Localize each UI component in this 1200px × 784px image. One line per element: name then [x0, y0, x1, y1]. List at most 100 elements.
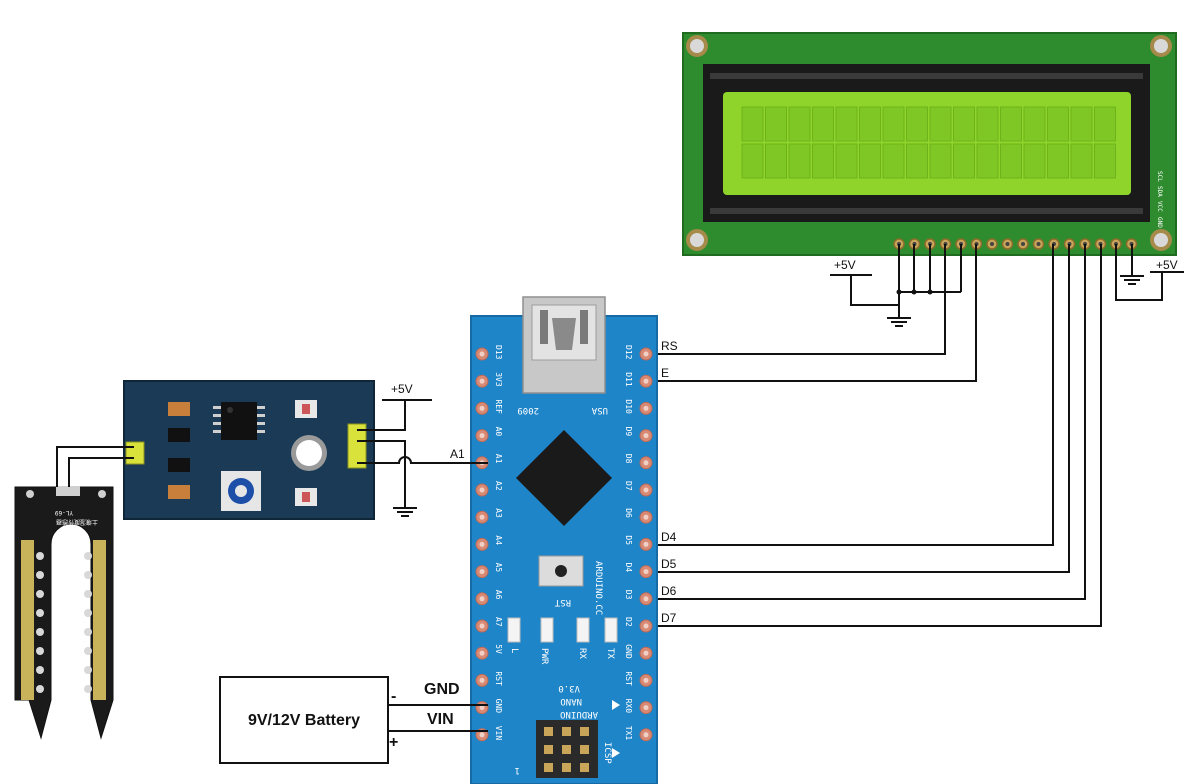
probe-pad: [36, 590, 44, 598]
arduino-pin-label-right: D8: [624, 454, 633, 464]
probe-pad: [36, 609, 44, 617]
arduino-pin-label-left: A6: [494, 590, 503, 600]
probe-pad: [36, 628, 44, 636]
arduino-pin-label-right: GND: [624, 644, 633, 659]
lcd-char-cell: [1094, 106, 1116, 142]
arduino-pin-label-left: 5V: [494, 644, 503, 654]
lcd-mount-hole: [686, 35, 708, 57]
lcd-char-cell: [1047, 143, 1069, 179]
probe-pad: [36, 666, 44, 674]
lcd-char-cell: [1000, 106, 1022, 142]
lcd-char-cell: [812, 106, 834, 142]
arduino-pin-label-left: REF: [494, 399, 503, 414]
arduino-year-text: 2009: [517, 405, 539, 415]
microcontroller-chip: [516, 430, 612, 526]
sensor-output-connector: [347, 423, 367, 469]
lcd-char-cell: [741, 106, 764, 142]
battery-label: 9V/12V Battery: [248, 712, 360, 729]
e-label: E: [661, 366, 669, 380]
lcd-char-cell: [812, 143, 834, 179]
lcd-char-cell: [859, 143, 881, 179]
arduino-pin-label-right: D5: [624, 535, 633, 545]
battery-box: [219, 676, 389, 764]
probe-pad: [84, 666, 92, 674]
arduino-usa-text: USA: [591, 405, 608, 415]
lcd-char-cell: [929, 143, 952, 179]
probe-pad: [84, 590, 92, 598]
arduino-pin-label-right: RST: [624, 671, 633, 686]
arduino-pin-label-right: D11: [624, 372, 633, 387]
lcd-char-cell: [929, 106, 952, 142]
probe-board: [14, 486, 114, 740]
lcd-char-cell: [882, 106, 905, 142]
lcd-mount-hole: [1150, 35, 1172, 57]
probe-pad: [84, 571, 92, 579]
lcd-scl-label: SCL: [1156, 171, 1163, 182]
battery-minus-label: -: [391, 688, 396, 705]
lcd-char-cell: [1047, 106, 1069, 142]
lcd-gnd-label: GND: [1156, 217, 1163, 228]
lcd-char-cell: [835, 143, 858, 179]
probe-chinese-text: 土壤湿度传感器: [56, 518, 98, 526]
arduino-pin-label-left: GND: [494, 699, 503, 714]
arduino-pin-label-right: D10: [624, 399, 633, 414]
arduino-pin-label-left: A1: [494, 454, 503, 464]
lcd-char-cell: [1023, 106, 1046, 142]
d4-label: D4: [661, 530, 677, 544]
probe-pad: [36, 552, 44, 560]
probe-pad: [84, 609, 92, 617]
d6-label: D6: [661, 584, 677, 598]
battery: 9V/12V Battery GND VIN - +: [219, 676, 488, 764]
lcd-vcc-left-label: +5V: [834, 258, 856, 272]
lcd-wiring: +5V +5V RS E D4 D5 D6 D7: [641, 244, 1184, 627]
arduino-pin-label-right: D9: [624, 427, 633, 437]
lcd-char-cell: [906, 106, 928, 142]
arduino-icsp-text: ICSP: [602, 742, 612, 764]
lcd-char-cell: [1094, 143, 1116, 179]
lcd-character-grid: [741, 106, 1116, 179]
lcd-char-cell: [882, 143, 905, 179]
led-tx: [604, 617, 618, 643]
d7-label: D7: [661, 611, 677, 625]
probe-pad: [36, 685, 44, 693]
lcd-char-cell: [835, 106, 858, 142]
sensor-probe-connector: [125, 441, 145, 465]
lcd-char-cell: [765, 143, 787, 179]
arduino-pin-label-right: D3: [624, 590, 633, 600]
lcd-module: SCL SDA VCC GND: [682, 32, 1177, 256]
arduino-name-text: ARDUINO: [560, 709, 598, 719]
lcd-char-cell: [765, 106, 787, 142]
lcd-char-cell: [1023, 143, 1046, 179]
lcd-char-cell: [1070, 143, 1093, 179]
soil-sensor-module: [123, 380, 375, 520]
arduino-nano: 2009 USA RST ARDUINO.CC L PWR RX TX ARDU…: [470, 296, 658, 784]
a1-label: A1: [450, 447, 465, 461]
probe-pad: [84, 552, 92, 560]
arduino-pin-label-left: VIN: [494, 726, 503, 741]
arduino-pin-label-left: A7: [494, 617, 503, 627]
arduino-rst-text: RST: [554, 597, 571, 607]
probe-pad: [84, 685, 92, 693]
lcd-char-cell: [788, 143, 811, 179]
arduino-version-text: V3.0: [558, 683, 580, 693]
arduino-pwr-text: PWR: [539, 648, 549, 665]
led-pwr: [540, 617, 554, 643]
led-l: [507, 617, 521, 643]
arduino-pin-label-right: RX0: [624, 699, 633, 714]
arduino-pin-label-left: RST: [494, 671, 503, 686]
lcd-char-cell: [953, 143, 975, 179]
vin-label: VIN: [427, 711, 454, 728]
lcd-char-cell: [953, 106, 975, 142]
led-rx: [576, 617, 590, 643]
lcd-char-cell: [906, 143, 928, 179]
arduino-site-text: ARDUINO.CC: [593, 561, 603, 615]
probe-pad: [84, 647, 92, 655]
lcd-char-cell: [976, 143, 999, 179]
battery-plus-label: +: [389, 734, 398, 751]
gnd-label: GND: [424, 681, 460, 698]
lcd-char-cell: [1000, 143, 1022, 179]
lcd-sda-label: SDA: [1156, 186, 1163, 197]
arduino-pin-label-left: A2: [494, 481, 503, 491]
